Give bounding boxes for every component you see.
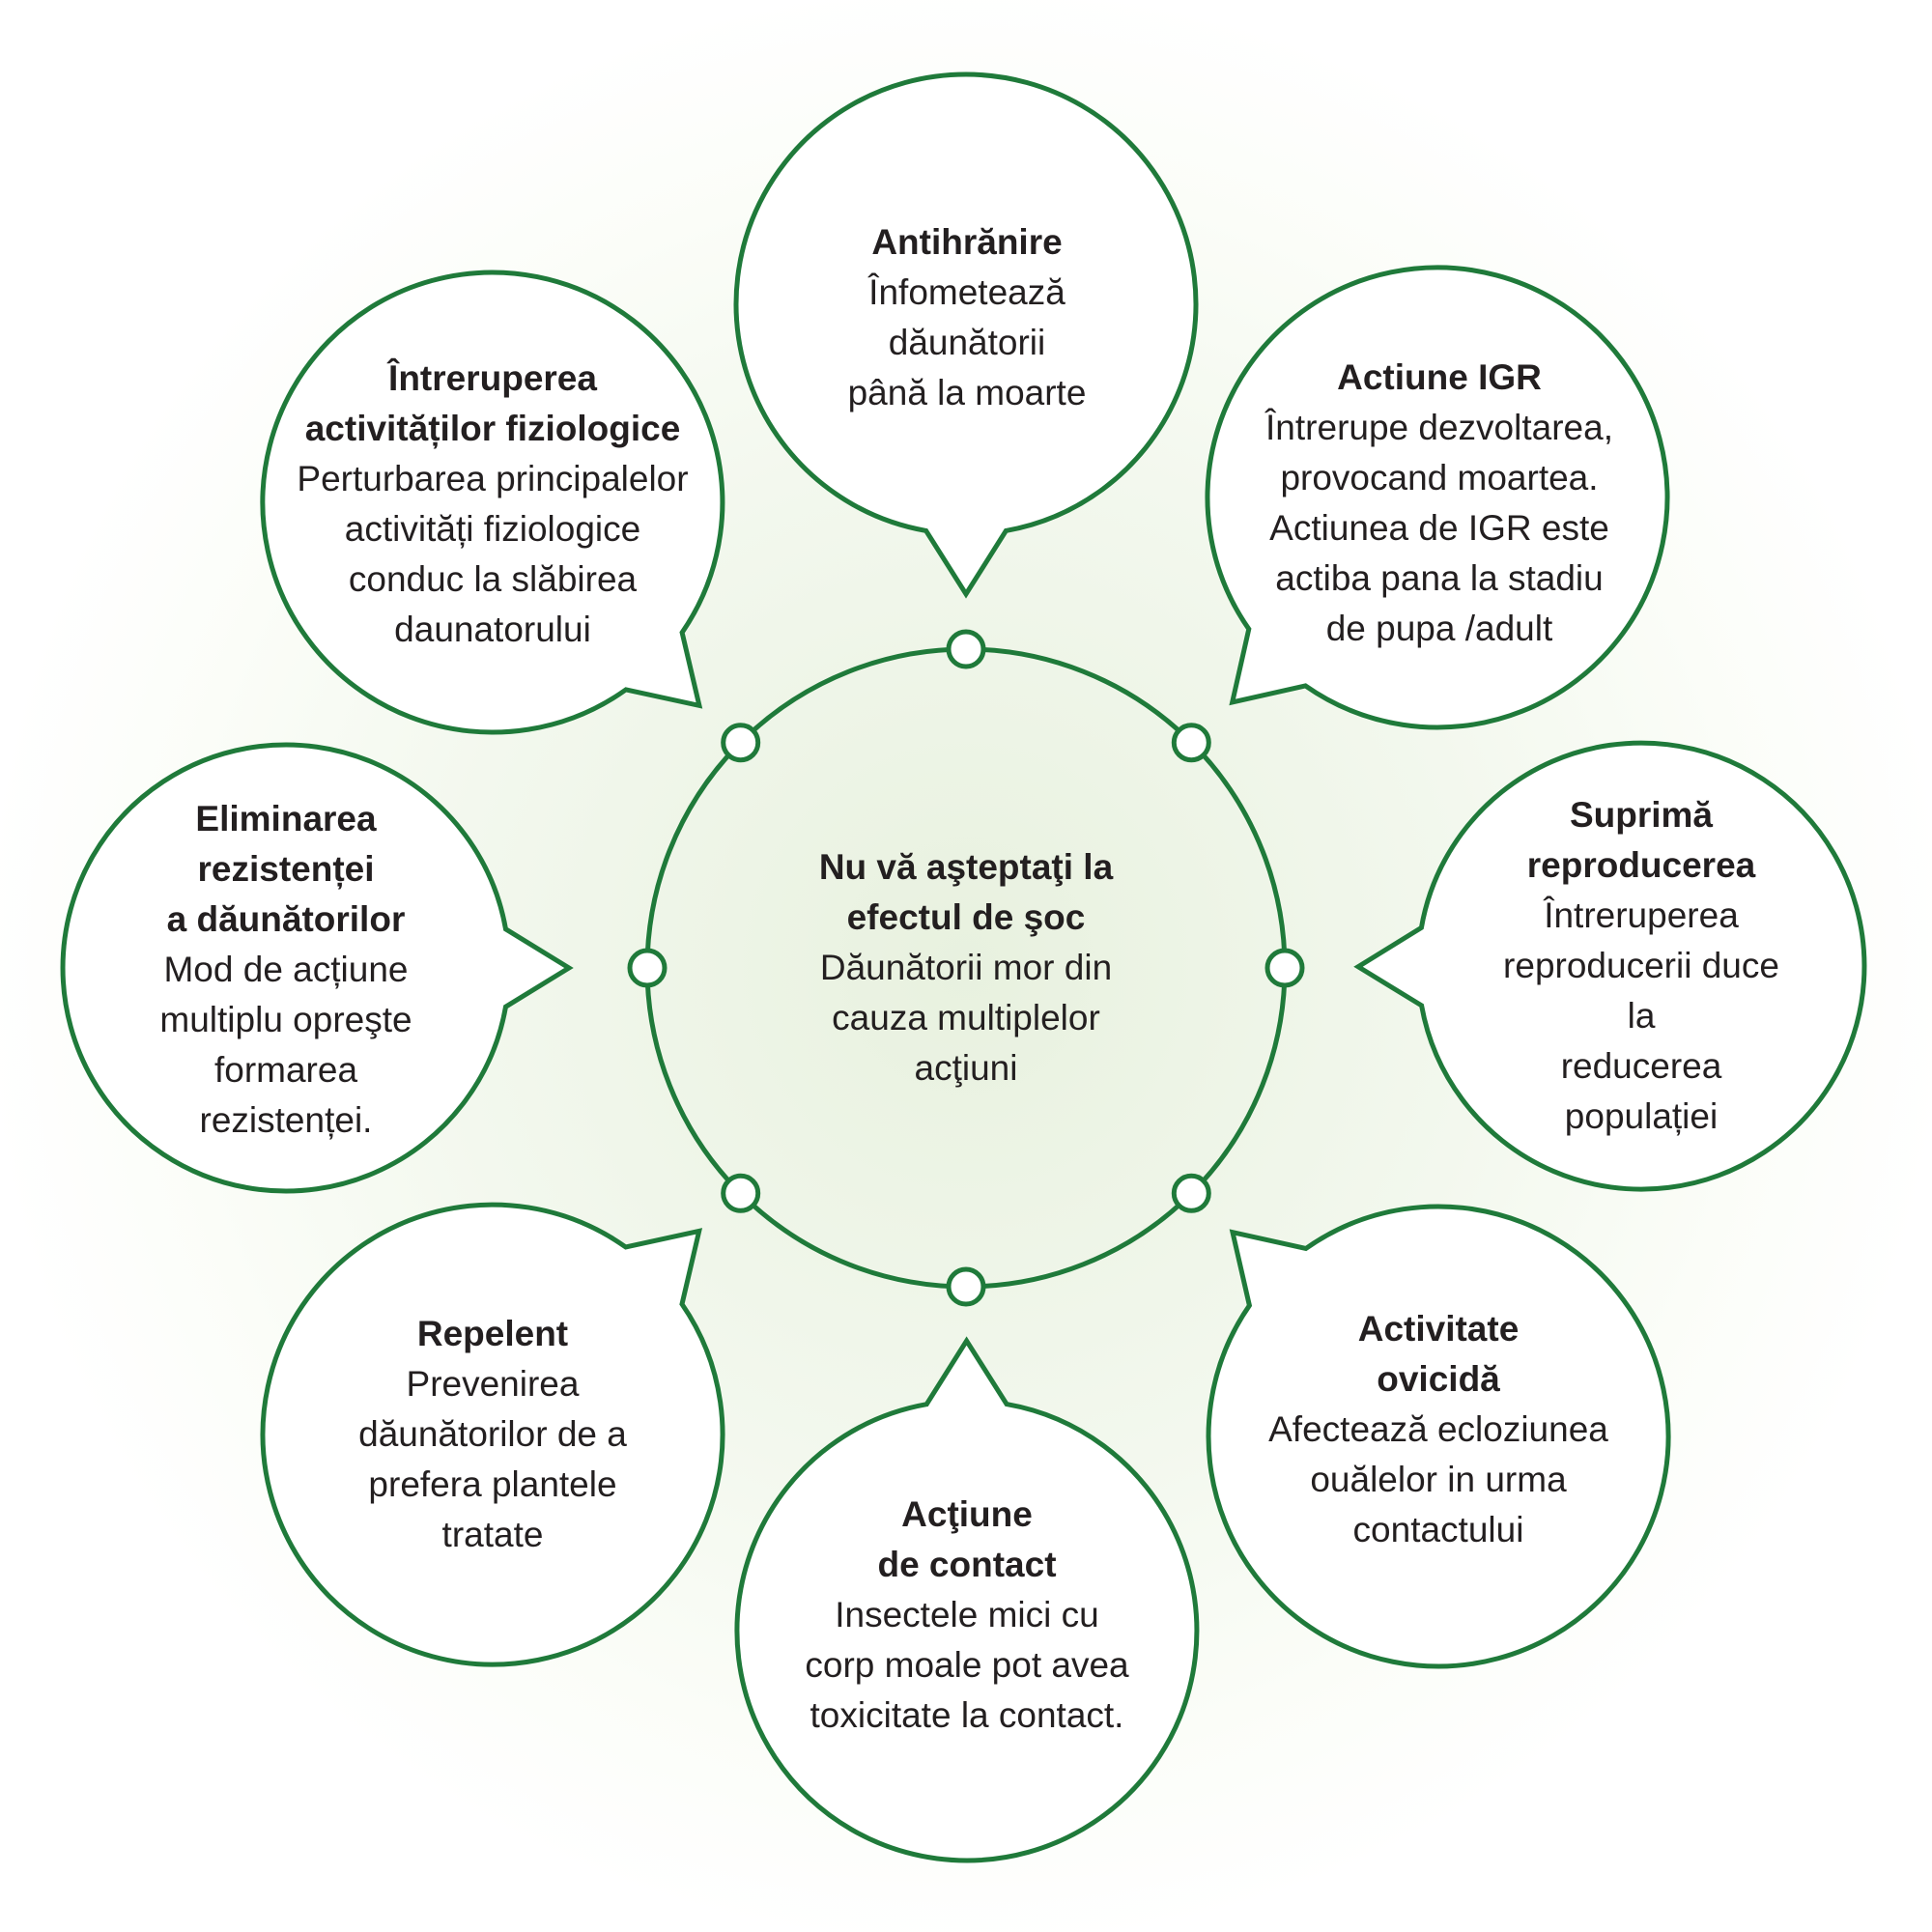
connector-node [946,1266,986,1307]
bubble-text-actiune-igr: Actiune IGR Întrerupe dezvoltarea, provo… [1265,353,1613,654]
bubble-text-intreruperea-activitatilor: Întreruperea activităților fiziologice P… [297,354,688,655]
bubble-title-activitate-ovicida: Activitate ovicidă [1357,1309,1520,1399]
bubble-title-actiune-de-contact: Acţiune de contact [877,1494,1057,1584]
connector-node [946,629,986,669]
speech-bubble-actiune-igr [1205,265,1670,730]
speech-bubble-actiune-de-contact [734,1336,1200,1863]
speech-bubble-activitate-ovicida [1206,1204,1671,1669]
bubble-title-actiune-igr: Actiune IGR [1337,357,1542,397]
center-title: Nu vă aşteptaţi la efectul de şoc [818,847,1114,937]
bubble-body-antihranire: Înfometează dăunătorii până la moarte [847,272,1087,412]
speech-bubble-intreruperea-activitatilor [260,270,725,735]
center-body: Dăunătorii mor din cauza multiplelor acţ… [819,948,1113,1088]
connector-node [721,1173,761,1213]
connector-node [627,948,668,988]
bubble-body-actiune-igr: Întrerupe dezvoltarea, provocand moartea… [1265,408,1613,648]
bubble-title-eliminarea-rezistentei: Eliminarea rezistenței a dăunătorilor [166,799,406,939]
bubble-body-activitate-ovicida: Afectează ecloziunea ouălelor in urma co… [1268,1409,1608,1549]
bubble-text-suprima-reproducerea: Suprimă reproducerea Întreruperea reprod… [1496,790,1787,1142]
bubble-title-intreruperea-activitatilor: Întreruperea activităților fiziologice [304,358,681,448]
bubble-text-eliminarea-rezistentei: Eliminarea rezistenței a dăunătorilor Mo… [159,794,412,1146]
connector-node [1171,1173,1211,1213]
bubble-body-suprima-reproducerea: Întreruperea reproducerii duce la reduce… [1503,895,1779,1136]
bubble-body-repelent: Prevenirea dăunătorilor de a prefera pla… [358,1364,627,1554]
connector-nodes [627,629,1305,1307]
bubble-body-eliminarea-rezistentei: Mod de acțiune multiplu opreşte formarea… [159,950,412,1140]
speech-bubble-suprima-reproducerea [1353,740,1867,1192]
center-text: Nu vă aşteptaţi la efectul de şoc Dăunăt… [819,842,1113,1094]
speech-bubble-repelent [260,1202,725,1667]
bubble-body-intreruperea-activitatilor: Perturbarea principalelor activități fiz… [297,459,689,649]
bubble-text-antihranire: Antihrănire Înfometează dăunătorii până … [848,217,1087,418]
bubble-title-antihranire: Antihrănire [871,222,1063,262]
connector-node [1264,948,1305,988]
bubble-body-actiune-de-contact: Insectele mici cu corp moale pot avea to… [805,1595,1129,1735]
connector-node [1171,723,1211,763]
bubble-title-suprima-reproducerea: Suprimă reproducerea [1526,795,1756,885]
connector-node [721,723,761,763]
speech-bubble-eliminarea-rezistentei [60,742,574,1194]
speech-bubbles [60,71,1867,1863]
bubble-text-activitate-ovicida: Activitate ovicidă Afectează ecloziunea … [1268,1304,1608,1555]
bubble-text-actiune-de-contact: Acţiune de contact Insectele mici cu cor… [805,1490,1128,1741]
bubble-title-repelent: Repelent [416,1314,569,1353]
bubble-text-repelent: Repelent Prevenirea dăunătorilor de a pr… [358,1309,627,1560]
speech-bubble-antihranire [733,71,1199,599]
